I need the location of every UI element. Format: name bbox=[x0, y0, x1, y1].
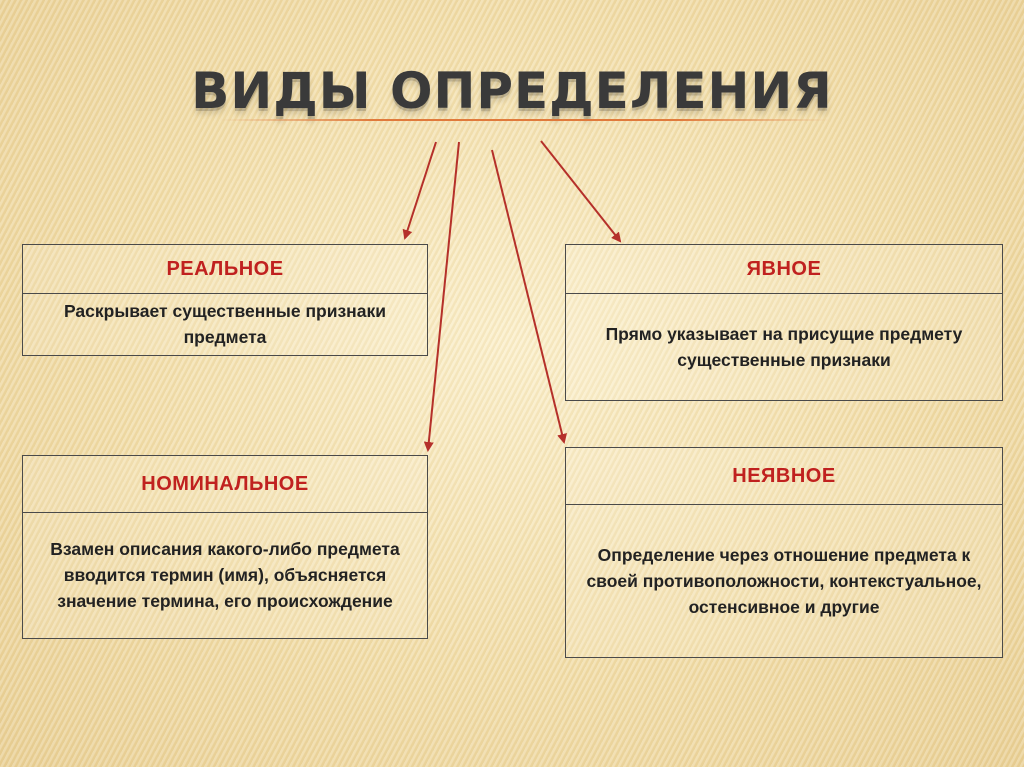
box-explicit-definition: ЯВНОЕ Прямо указывает на присущие предме… bbox=[565, 244, 1003, 401]
arrow-to-implicit bbox=[491, 149, 567, 444]
arrow-to-nominal bbox=[423, 141, 460, 452]
box-real-definition: РЕАЛЬНОЕ Раскрывает существенные признак… bbox=[22, 244, 428, 356]
box-explicit-text: Прямо указывает на присущие предмету сущ… bbox=[605, 323, 963, 370]
arrow-to-real bbox=[402, 141, 437, 240]
box-nominal-definition: НОМИНАЛЬНОЕ Взамен описания какого-либо … bbox=[22, 455, 428, 639]
box-nominal-text: Взамен описания какого-либо предмета вво… bbox=[50, 539, 400, 611]
title-underline bbox=[220, 119, 830, 121]
box-implicit-definition: НЕЯВНОЕ Определение через отношение пред… bbox=[565, 447, 1003, 658]
box-nominal-heading: НОМИНАЛЬНОЕ bbox=[23, 456, 427, 513]
box-real-heading: РЕАЛЬНОЕ bbox=[23, 245, 427, 294]
page-title: ВИДЫ ОПРЕДЕЛЕНИЯ bbox=[191, 62, 833, 120]
box-explicit-heading: ЯВНОЕ bbox=[566, 245, 1002, 294]
box-real-text: Раскрывает существенные признаки предмет… bbox=[63, 301, 386, 347]
box-implicit-heading: НЕЯВНОЕ bbox=[566, 448, 1002, 505]
box-implicit-text: Определение через отношение предмета к с… bbox=[586, 544, 982, 617]
arrow-to-explicit bbox=[540, 140, 622, 243]
